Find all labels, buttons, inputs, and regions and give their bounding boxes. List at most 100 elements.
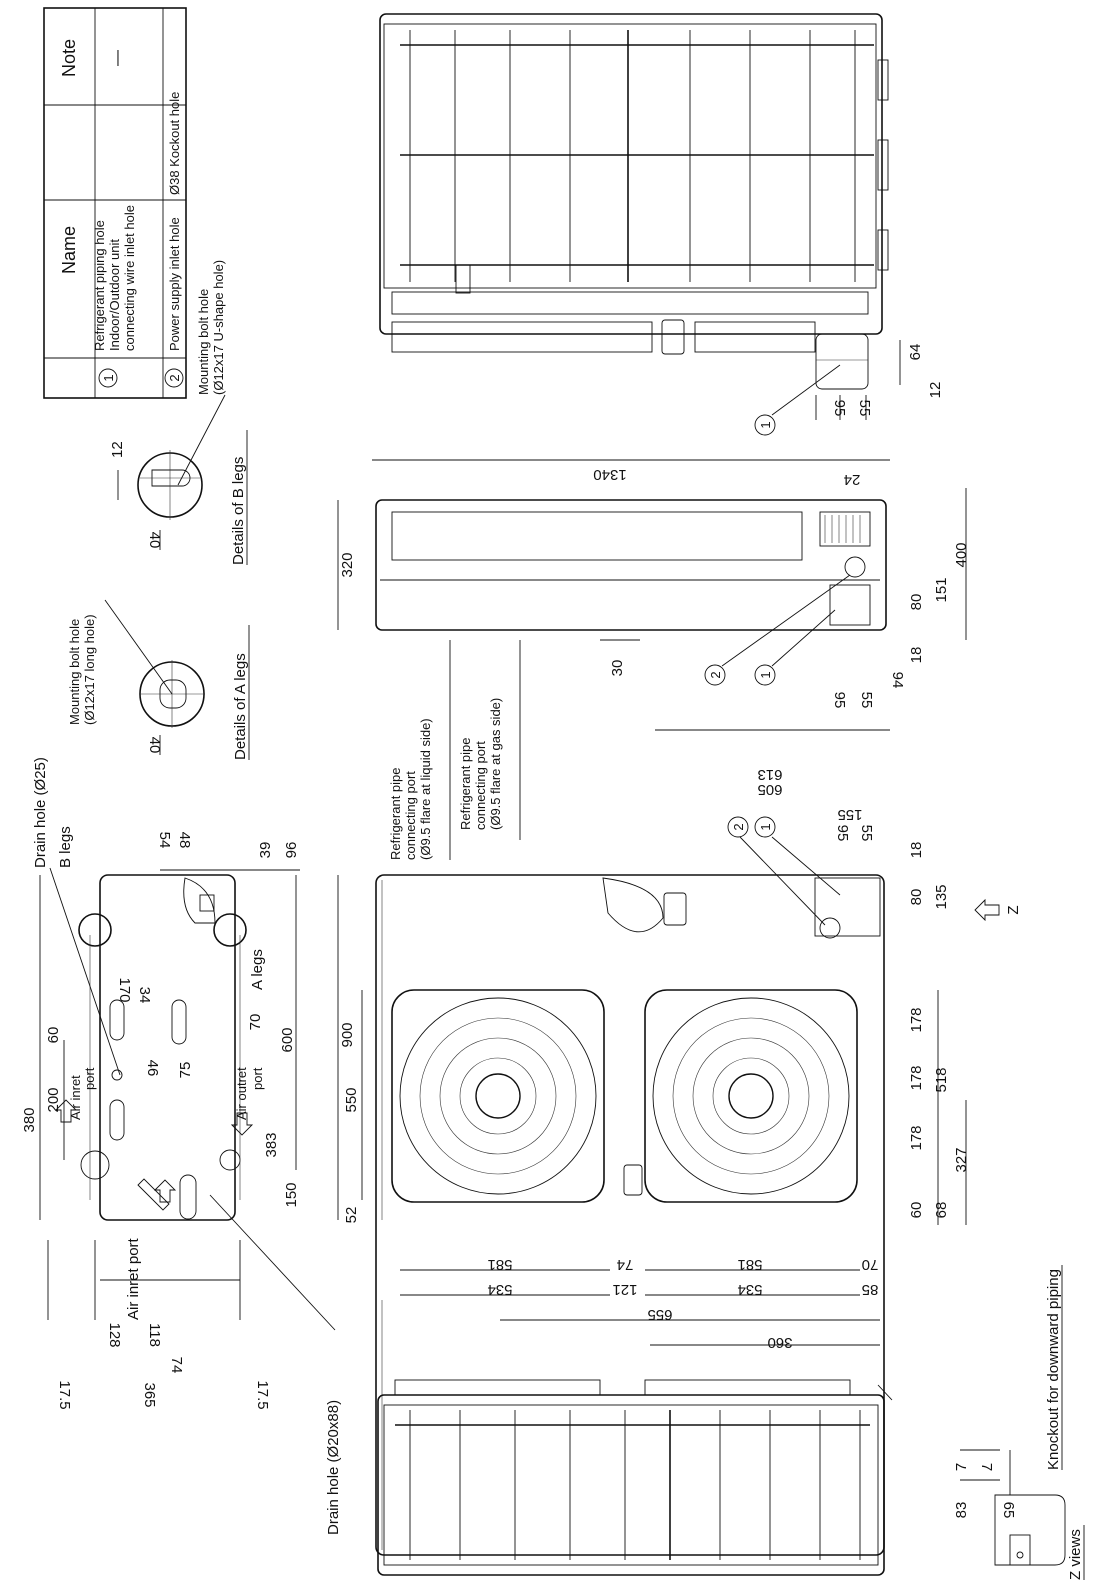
drain-25-label: Drain hole (Ø25): [32, 757, 49, 868]
dim-178-a: 178: [908, 1007, 925, 1032]
dim-60-front: 60: [908, 1202, 925, 1219]
dim-70: 70: [247, 1014, 264, 1031]
dim-128: 128: [106, 1322, 123, 1347]
ref-gas-2: connecting port: [473, 741, 488, 830]
mount-long-label-1: Mounting bolt hole: [67, 619, 82, 725]
dim-34: 34: [136, 987, 153, 1004]
dim-151: 151: [933, 577, 950, 602]
dim-96: 96: [283, 842, 300, 859]
dim-74-front: 74: [617, 1256, 634, 1273]
mount-u-label-2: (Ø12x17 U-shape hole): [211, 260, 226, 395]
end-c1: 1: [758, 671, 773, 678]
dim-46: 46: [144, 1060, 161, 1077]
dim-60: 60: [45, 1027, 62, 1044]
dim-18-front: 18: [908, 842, 925, 859]
air-outlet-b: port: [250, 1067, 265, 1090]
dim-a-40: 40: [146, 737, 163, 754]
table-row1-line2: Indoor/Outdoor unit: [107, 239, 122, 351]
parts-table: Name Note 1 Refrigerant piping hole Indo…: [43, 7, 187, 399]
dim-30: 30: [609, 660, 626, 677]
dim-85: 85: [862, 1281, 879, 1298]
dim-365: 365: [141, 1382, 158, 1407]
table-row1-note: —: [109, 50, 126, 66]
front-c2: 2: [731, 823, 746, 830]
dim-900: 900: [339, 1022, 356, 1047]
dim-55-r: 55: [856, 400, 873, 417]
z-views: 7 7 83 65 Z views Knockout for downward …: [953, 1265, 1085, 1580]
details-a-legs: 40 Details of A legs: [104, 599, 250, 760]
end-c2: 2: [708, 671, 723, 678]
ref-liquid-2: connecting port: [403, 771, 418, 860]
knockout-label: Knockout for downward piping: [1045, 1269, 1062, 1470]
mount-long-label-2: (Ø12x17 long hole): [82, 614, 97, 725]
dim-83: 83: [953, 1502, 970, 1519]
dim-52: 52: [343, 1207, 360, 1224]
table-header-note: Note: [59, 39, 79, 77]
ref-liquid-1: Refrigerant pipe: [388, 768, 403, 861]
dim-178-c: 178: [908, 1125, 925, 1150]
dim-178-b: 178: [908, 1065, 925, 1090]
dim-80-front: 80: [908, 889, 925, 906]
air-inlet-1b: port: [82, 1067, 97, 1090]
dim-327: 327: [953, 1147, 970, 1172]
dim-b-12: 12: [109, 441, 126, 458]
dim-17-5-b: 17.5: [254, 1380, 271, 1409]
details-a-label: Details of A legs: [232, 653, 249, 760]
side-view-bottom: [377, 1379, 893, 1576]
dim-74-base: 74: [168, 1357, 185, 1374]
side-view-right: 1 95 55 64 12: [379, 13, 944, 436]
dim-70-front: 70: [862, 1256, 879, 1273]
dim-24: 24: [844, 471, 861, 488]
dim-68: 68: [933, 1202, 950, 1219]
table-row2-num: 2: [167, 374, 182, 381]
dim-518: 518: [933, 1067, 950, 1092]
ref-liquid-3: (Ø9.5 flare at liquid side): [418, 718, 433, 860]
dim-383: 383: [263, 1132, 280, 1157]
dim-150: 150: [283, 1182, 300, 1207]
dim-320: 320: [339, 552, 356, 577]
air-outlet-a: Air outret: [234, 1067, 249, 1120]
dim-170: 170: [116, 977, 133, 1002]
dim-55-front: 55: [858, 825, 875, 842]
dim-655: 655: [647, 1306, 672, 1323]
dim-550: 550: [343, 1087, 360, 1112]
table-header-name: Name: [59, 226, 79, 274]
dim-54: 54: [156, 832, 173, 849]
dim-7-b: 7: [978, 1463, 995, 1471]
table-row1-line3: connecting wire inlet hole: [122, 205, 137, 351]
air-inlet-2: Air inret port: [125, 1237, 142, 1320]
dim-55-end: 55: [858, 692, 875, 709]
dim-1340: 1340: [593, 466, 626, 483]
ref-gas-1: Refrigerant pipe: [458, 738, 473, 831]
dim-135: 135: [933, 884, 950, 909]
dim-95-front: 95: [834, 825, 851, 842]
base-view: 380 200 60 170 34 46 75 70 600 383 150 3…: [21, 757, 342, 1535]
dim-380: 380: [21, 1107, 38, 1132]
dim-155: 155: [837, 806, 862, 823]
drain-20x88-label: Drain hole (Ø20x88): [325, 1400, 342, 1535]
dim-48: 48: [176, 832, 193, 849]
mount-u-label-1: Mounting bolt hole: [196, 289, 211, 395]
details-b-label: Details of B legs: [230, 457, 247, 565]
dim-400: 400: [953, 542, 970, 567]
front-c1: 1: [758, 823, 773, 830]
dim-613: 613: [757, 766, 782, 783]
dim-200: 200: [45, 1087, 62, 1112]
dim-b-40: 40: [146, 532, 163, 549]
dim-39: 39: [257, 842, 274, 859]
table-row2-name: Power supply inlet hole: [167, 217, 182, 351]
dim-95-r: 95: [831, 400, 848, 417]
dim-12-r: 12: [927, 382, 944, 399]
table-row2-note: Ø38 Kockout hole: [167, 92, 182, 195]
dim-94: 94: [889, 672, 906, 689]
dim-7-a: 7: [953, 1463, 970, 1471]
air-inlet-1a: Air inret: [68, 1075, 83, 1120]
a-legs-label: A legs: [249, 949, 266, 990]
dim-581-a: 581: [487, 1256, 512, 1273]
dim-534-b: 534: [737, 1281, 762, 1298]
dim-95-end: 95: [831, 692, 848, 709]
end-view: 1340 24 320 30 400 151 80 18 94 95 55 2 …: [337, 459, 970, 709]
b-legs-label: B legs: [57, 826, 74, 868]
dim-605: 605: [757, 781, 782, 798]
